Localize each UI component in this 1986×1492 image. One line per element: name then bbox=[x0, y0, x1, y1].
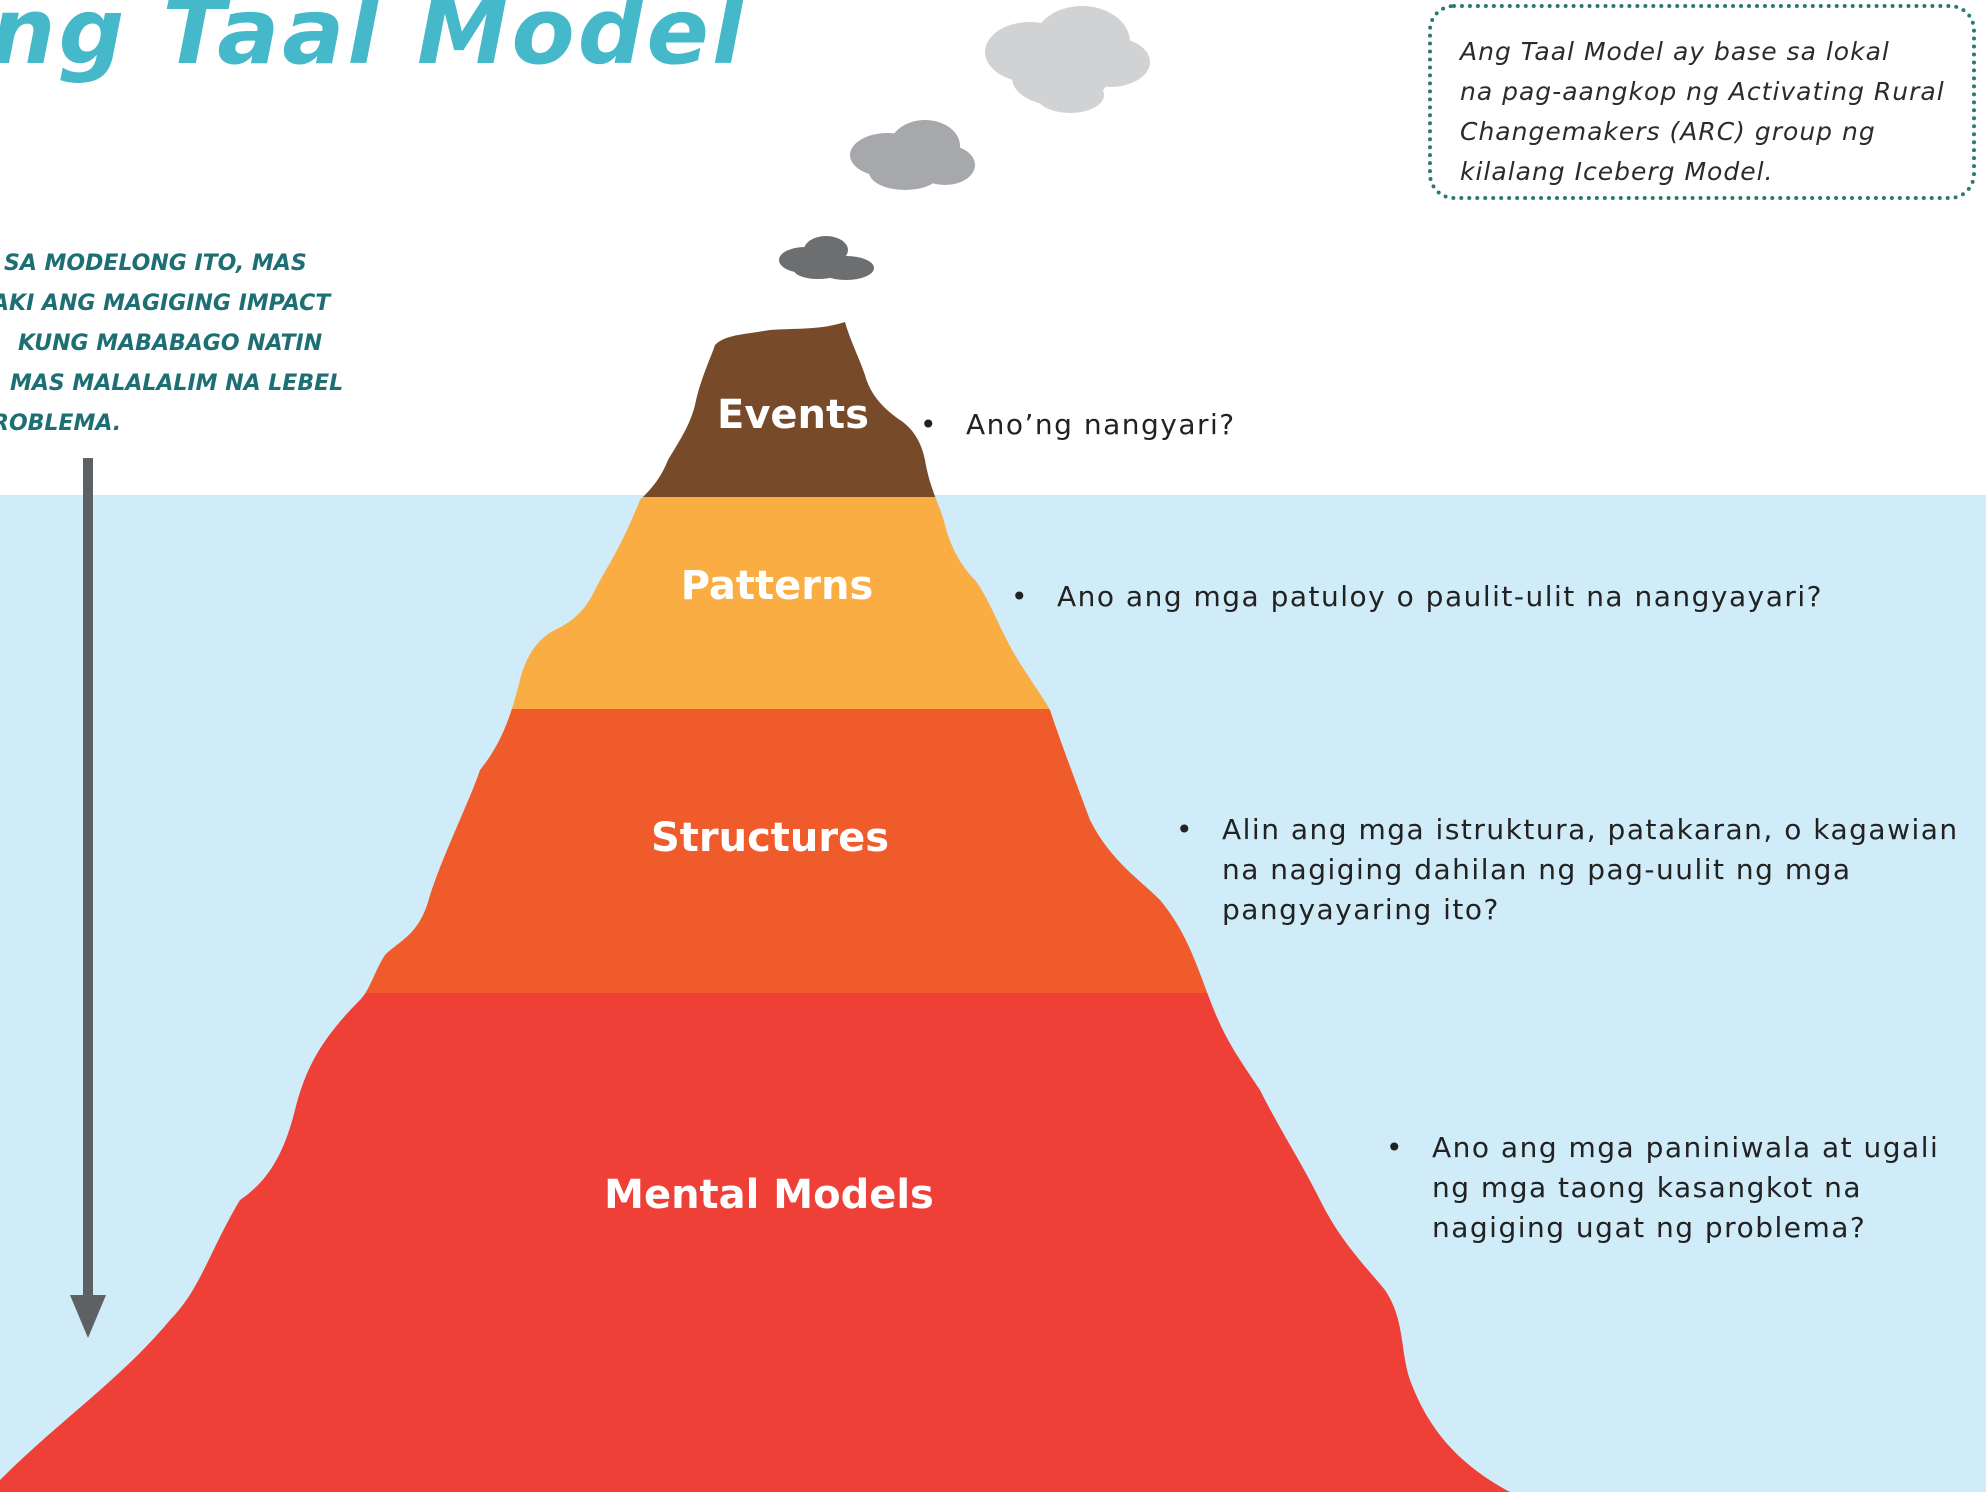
page-title: ng Taal Model bbox=[0, 0, 747, 85]
note-line: kilalang Iceberg Model. bbox=[1460, 157, 1774, 186]
structures-label: Structures bbox=[650, 815, 890, 861]
patterns-label: Patterns bbox=[680, 563, 874, 609]
events-question: • Ano’ng nangyari? bbox=[920, 405, 1236, 445]
bullet-icon: • bbox=[1011, 580, 1030, 613]
note-line: Changemakers (ARC) group ng bbox=[1460, 117, 1876, 146]
events-label: Events bbox=[717, 392, 869, 438]
side-explanation: sa modelong ito, mas aki ang magiging im… bbox=[0, 244, 352, 444]
side-text-line: sa modelong ito, mas bbox=[4, 251, 307, 276]
side-text-line: aki ang magiging impact bbox=[0, 291, 331, 316]
question-line: na nagiging dahilan ng pag-uulit ng mga bbox=[1222, 853, 1852, 886]
depth-arrow bbox=[70, 458, 106, 1338]
note-line: Ang Taal Model ay base sa lokal bbox=[1460, 37, 1890, 66]
question-line: Alin ang mga istruktura, patakaran, o ka… bbox=[1222, 813, 1959, 846]
smoke-cloud-large bbox=[985, 6, 1150, 113]
note-line: na pag-aangkop ng Activating Rural bbox=[1460, 77, 1945, 106]
bullet-icon: • bbox=[1386, 1131, 1405, 1164]
source-note: Ang Taal Model ay base sa lokal na pag-a… bbox=[1428, 4, 1976, 200]
structures-question: • Alin ang mga istruktura, patakaran, o … bbox=[1176, 810, 1959, 930]
smoke-cloud-small bbox=[779, 236, 874, 280]
question-line: nagiging ugat ng problema? bbox=[1432, 1211, 1867, 1244]
smoke-cloud-medium bbox=[850, 120, 975, 190]
question-line: ng mga taong kasangkot na bbox=[1432, 1171, 1862, 1204]
bullet-icon: • bbox=[1176, 813, 1195, 846]
patterns-question: • Ano ang mga patuloy o paulit-ulit na n… bbox=[1011, 577, 1824, 617]
bullet-icon: • bbox=[920, 408, 939, 441]
question-line: Ano ang mga patuloy o paulit-ulit na nan… bbox=[1057, 580, 1824, 613]
question-line: Ano’ng nangyari? bbox=[966, 408, 1236, 441]
mental-models-label: Mental Models bbox=[604, 1172, 934, 1218]
side-text-line: kung mababago natin bbox=[18, 331, 323, 356]
mental-models-question: • Ano ang mga paniniwala at ugali ng mga… bbox=[1386, 1128, 1940, 1248]
side-text-line: mas malalalim na lebel bbox=[10, 371, 344, 396]
question-line: pangyayaring ito? bbox=[1222, 893, 1500, 926]
question-line: Ano ang mga paniniwala at ugali bbox=[1432, 1131, 1940, 1164]
side-text-line: roblema. bbox=[0, 411, 122, 436]
